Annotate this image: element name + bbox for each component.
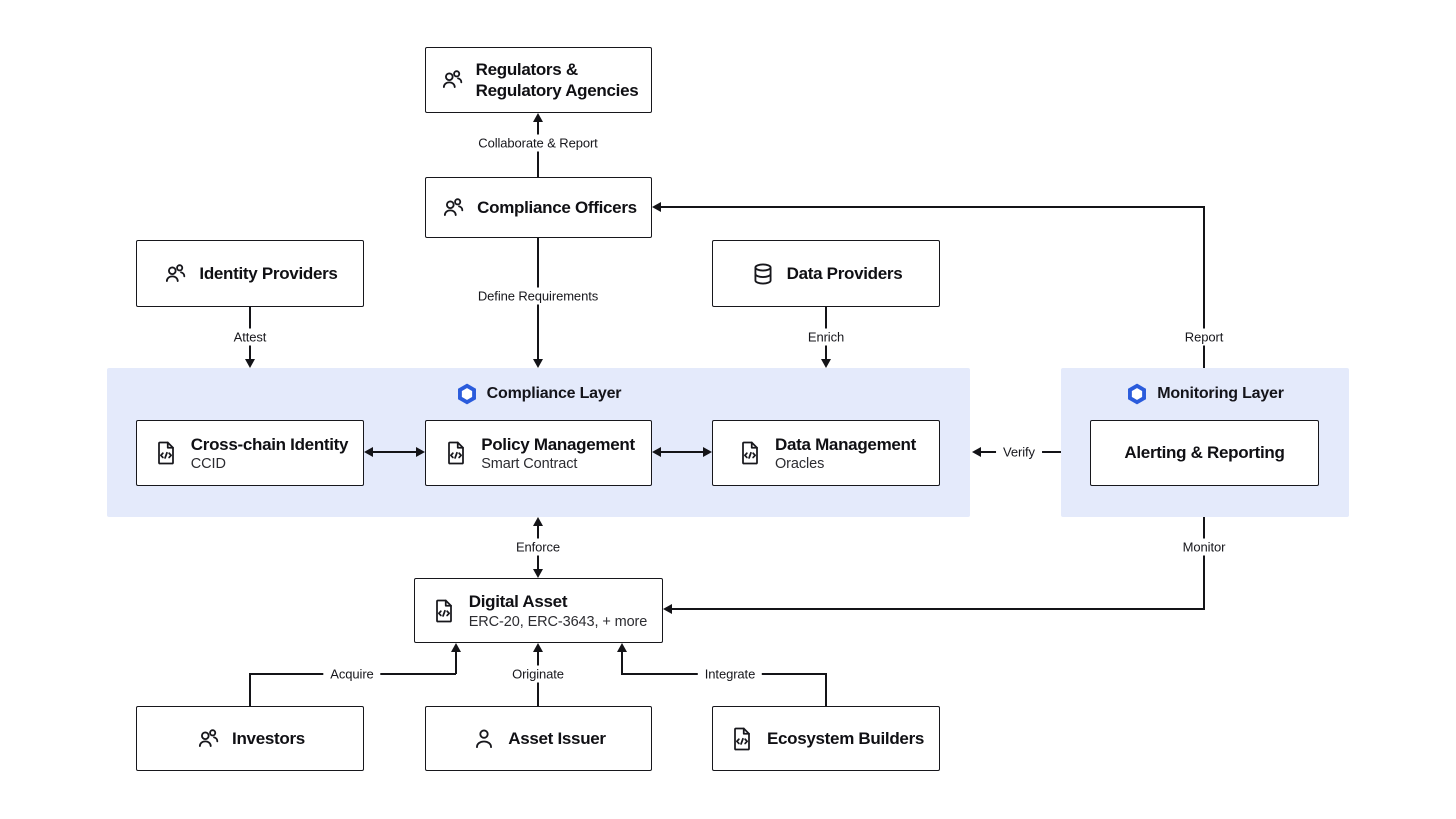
monitoring-layer-header: Monitoring Layer	[1061, 381, 1349, 407]
edge-label-originate: Originate	[505, 665, 571, 683]
edge-line-acquire-riser	[249, 673, 251, 706]
node-regulators: Regulators & Regulatory Agencies	[425, 47, 652, 113]
code-document-icon	[152, 439, 180, 467]
arrowhead-right	[703, 447, 712, 457]
edge-line-report-horizontal	[661, 206, 1204, 208]
node-title: Ecosystem Builders	[766, 728, 925, 748]
code-document-icon	[728, 725, 756, 753]
people-icon	[440, 195, 466, 221]
edge-label-define-requirements: Define Requirements	[470, 287, 606, 305]
node-compliance-officers: Compliance Officers	[425, 177, 652, 238]
database-icon	[750, 261, 776, 287]
arrowhead-down	[821, 359, 831, 368]
node-title: Compliance Officers	[477, 197, 637, 217]
chainlink-hexagon-icon	[1126, 383, 1148, 405]
arrowhead-left	[652, 202, 661, 212]
arrowhead-up	[533, 113, 543, 122]
edge-line-report-vertical	[1203, 206, 1205, 368]
arrowhead-right	[416, 447, 425, 457]
edge-label-verify: Verify	[996, 443, 1042, 461]
edge-label-attest: Attest	[226, 328, 274, 346]
node-identity-providers: Identity Providers	[136, 240, 364, 307]
edge-line-integrate-vertical	[621, 650, 623, 674]
node-title: Regulators & Regulatory Agencies	[475, 59, 639, 100]
node-data-management: Data Management Oracles	[712, 420, 940, 486]
node-ecosystem-builders: Ecosystem Builders	[712, 706, 940, 771]
edge-line-integrate-riser	[825, 673, 827, 706]
edge-line-acquire-vertical	[455, 650, 457, 674]
code-document-icon	[442, 439, 470, 467]
node-title: Alerting & Reporting	[1124, 443, 1285, 463]
arrowhead-up	[533, 643, 543, 652]
arrowhead-left	[652, 447, 661, 457]
monitoring-layer-title: Monitoring Layer	[1157, 385, 1284, 402]
node-title: Cross-chain Identity	[190, 434, 349, 454]
edge-line-monitor-horizontal	[672, 608, 1205, 610]
code-document-icon	[736, 439, 764, 467]
edge-label-enforce: Enforce	[508, 538, 568, 556]
person-icon	[471, 726, 497, 752]
node-digital-asset: Digital Asset ERC-20, ERC-3643, + more	[414, 578, 663, 643]
arrowhead-down	[245, 359, 255, 368]
people-icon	[439, 67, 465, 93]
edge-label-collaborate-report: Collaborate & Report	[471, 134, 605, 152]
node-subtitle: CCID	[190, 456, 226, 473]
node-subtitle: Smart Contract	[481, 456, 578, 473]
arrowhead-down	[533, 569, 543, 578]
node-data-providers: Data Providers	[712, 240, 940, 307]
compliance-layer-title: Compliance Layer	[486, 385, 622, 402]
arrowhead-down	[533, 359, 543, 368]
node-title: Asset Issuer	[508, 728, 606, 748]
code-document-icon	[430, 597, 458, 625]
edge-line-monitor-vertical	[1203, 517, 1205, 609]
node-title: Digital Asset	[468, 592, 568, 612]
node-title: Investors	[232, 728, 305, 748]
arrowhead-up	[451, 643, 461, 652]
edge-label-monitor: Monitor	[1175, 538, 1233, 556]
edge-line-policy-data	[660, 451, 704, 453]
arrowhead-up	[533, 517, 543, 526]
node-title: Identity Providers	[199, 263, 338, 283]
node-subtitle: ERC-20, ERC-3643, + more	[468, 613, 648, 630]
edge-label-report: Report	[1177, 328, 1231, 346]
node-cross-chain-identity: Cross-chain Identity CCID	[136, 420, 364, 486]
edge-label-acquire: Acquire	[323, 665, 381, 683]
arrowhead-left	[364, 447, 373, 457]
arrowhead-left	[972, 447, 981, 457]
arrowhead-up	[617, 643, 627, 652]
compliance-layer-header: Compliance Layer	[107, 381, 970, 407]
chainlink-hexagon-icon	[456, 383, 478, 405]
node-title: Policy Management	[481, 434, 635, 454]
node-policy-management: Policy Management Smart Contract	[425, 420, 652, 486]
node-asset-issuer: Asset Issuer	[425, 706, 652, 771]
edge-label-integrate: Integrate	[697, 665, 763, 683]
people-icon	[195, 726, 221, 752]
node-subtitle: Oracles	[775, 456, 825, 473]
arrowhead-left	[663, 604, 672, 614]
node-title: Data Providers	[786, 263, 903, 283]
edge-line-identity-policy	[372, 451, 417, 453]
people-icon	[162, 261, 188, 287]
node-alerting-reporting: Alerting & Reporting	[1090, 420, 1319, 486]
node-title: Data Management	[775, 434, 916, 454]
node-investors: Investors	[136, 706, 364, 771]
edge-label-enrich: Enrich	[800, 328, 852, 346]
